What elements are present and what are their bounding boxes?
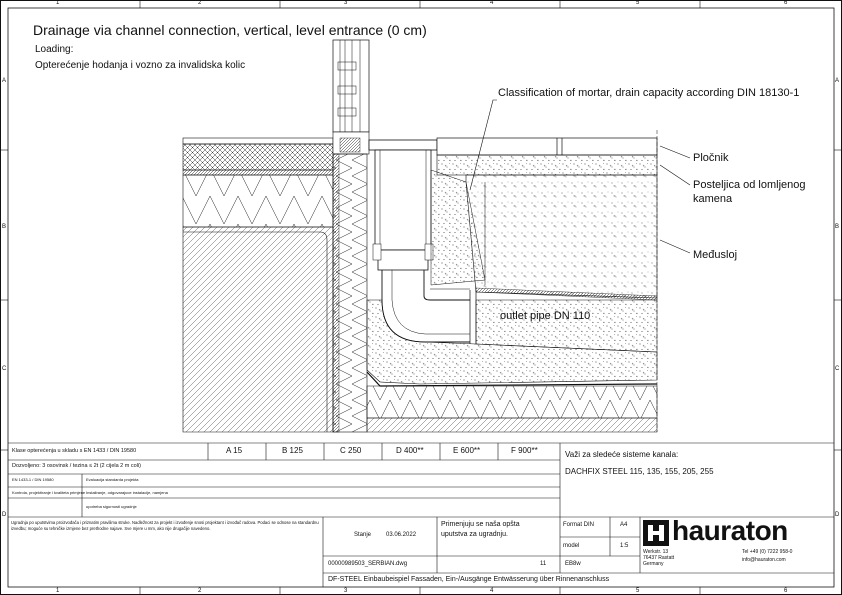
systems-value: DACHFIX STEEL 115, 135, 155, 205, 255: [565, 467, 714, 476]
grid-col-label: 6: [784, 588, 788, 594]
callout-medjusloj: Međusloj: [693, 249, 738, 261]
grid-row-label: A: [835, 78, 840, 84]
grid-col-label: 2: [198, 0, 202, 6]
sheet-number: 11: [540, 561, 547, 567]
scale-value: 1:5: [620, 543, 629, 549]
load-class-f900: F 900**: [511, 446, 538, 455]
grid-row-label: A: [2, 78, 7, 84]
row3-mid: Evaluacija standarda projekta: [86, 477, 139, 482]
row2-text: Dozvoljeno: 3 osovinsk / tezina ≤ 2t (2 …: [12, 463, 141, 469]
stanje-date: 03.06.2022: [386, 532, 417, 538]
grid-row-label: B: [835, 224, 840, 230]
grid-row-label: D: [835, 512, 840, 518]
load-class-a15: A 15: [226, 446, 243, 455]
hauraton-logo-mark: [643, 520, 669, 546]
format-label: Format DIN: [563, 522, 595, 528]
load-class-d400: D 400**: [396, 446, 424, 455]
format-value: A4: [620, 522, 628, 528]
grid-col-label: 3: [344, 588, 348, 594]
bottom-text: DF-STEEL Einbaubeispiel Fassaden, Ein-/A…: [328, 576, 610, 583]
grid-col-label: 3: [344, 0, 348, 6]
address-line-2: 76437 Rastatt: [643, 555, 675, 561]
grid-col-label: 4: [490, 588, 494, 594]
load-class-e600: E 600**: [453, 446, 481, 455]
row3-left: EN 1433-1 / DIN 19580: [12, 477, 54, 482]
model-label: model: [563, 543, 580, 549]
phone: Tel +49 (0) 7222 958-0: [742, 549, 793, 555]
grid-col-label: 6: [784, 0, 788, 6]
stanje-label: Stanje: [354, 532, 372, 538]
callout-classification: Classification of mortar, drain capacity…: [498, 87, 800, 99]
drawing-title: Drainage via channel connection, vertica…: [33, 22, 427, 38]
load-class-label: Klase opterećenja u skladu s EN 1433 / D…: [12, 448, 137, 454]
row5-mid: upotreba sigurnosti ugradnje: [86, 504, 137, 509]
grid-col-label: 5: [636, 0, 640, 6]
company-name: hauraton: [672, 515, 788, 546]
callout-outlet-pipe: outlet pipe DN 110: [500, 310, 591, 322]
loading-label: Loading:: [35, 44, 74, 55]
callout-posteljica-1: Posteljica od lomljenog: [693, 179, 806, 191]
address-line-3: Germany: [643, 561, 664, 567]
systems-label: Važi za sledeće sisteme kanala:: [565, 450, 679, 459]
load-class-c250: C 250: [340, 446, 362, 455]
address-line-1: Werkstr. 13: [643, 549, 669, 555]
grid-col-label: 1: [56, 0, 60, 6]
grid-row-label: C: [2, 366, 7, 372]
row4-mid: Instaliranje, odgovarajuce instalacije, …: [86, 490, 168, 495]
load-class-b125: B 125: [282, 446, 303, 455]
grid-row-label: C: [835, 366, 840, 372]
note-line-1: Primenjuju se naša opšta: [441, 521, 520, 528]
grid-col-label: 5: [636, 588, 640, 594]
email: info@hauraton.com: [742, 557, 786, 563]
callout-plocnik: Pločnik: [693, 152, 729, 164]
row4-left: Kontrola, projektiranje i kvaliteta prim…: [12, 490, 86, 495]
note-line-2: uputstva za ugradnju.: [441, 531, 508, 538]
grid-col-label: 2: [198, 588, 202, 594]
grid-col-label: 1: [56, 588, 60, 594]
grid-col-label: 4: [490, 0, 494, 6]
callout-posteljica-2: kamena: [693, 193, 733, 205]
page-code: EB8w: [565, 561, 581, 567]
grid-row-label: D: [2, 512, 7, 518]
file-name: 00000989503_SERBIAN.dwg: [328, 561, 408, 567]
loading-value: Opterećenje hodanja i vozno za invalidsk…: [35, 60, 246, 71]
grid-row-label: B: [2, 224, 7, 230]
disclaimer-text: Ugradnja po uputstvima proizvođača i pri…: [11, 520, 319, 531]
